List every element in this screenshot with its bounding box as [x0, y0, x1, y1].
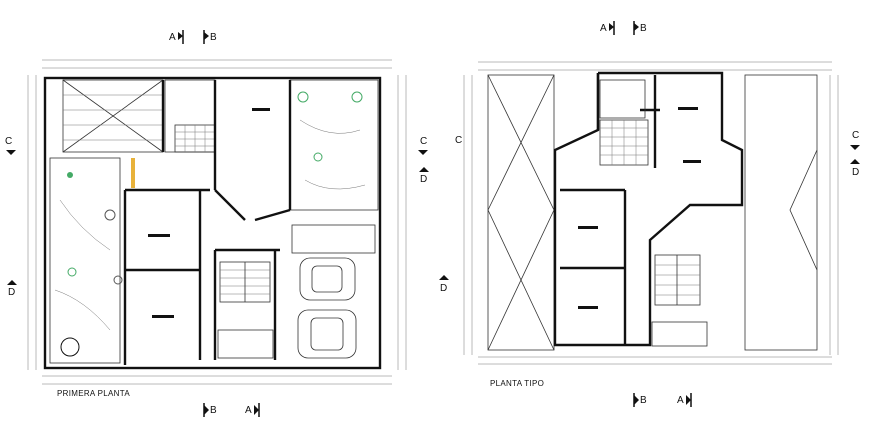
- section-mark-b: B: [210, 32, 217, 43]
- section-mark-a: A: [600, 23, 607, 34]
- section-mark-b: B: [210, 405, 217, 416]
- plan-title-tipo: PLANTA TIPO: [490, 379, 544, 388]
- dimension-lines: [27, 59, 407, 385]
- section-mark-d: D: [8, 287, 15, 298]
- section-mark-d: D: [852, 167, 859, 178]
- door-highlight: [131, 158, 135, 188]
- void-right: [744, 74, 818, 351]
- garden-left: [49, 157, 123, 364]
- room-labels: [148, 108, 270, 318]
- kitchen-tiles: [164, 79, 216, 153]
- section-markers: A B B A C D C D A B B A: [5, 21, 860, 417]
- section-mark-d: D: [440, 283, 447, 294]
- section-mark-b: B: [640, 23, 647, 34]
- section-mark-d: D: [420, 174, 427, 185]
- section-mark-c: C: [852, 130, 859, 141]
- void-left: [487, 74, 555, 351]
- plan-primera-planta: PRIMERA PLANTA: [27, 59, 407, 398]
- tipo-stair: [654, 254, 701, 306]
- section-mark-a: A: [677, 395, 684, 406]
- section-mark-c: C: [420, 136, 427, 147]
- bathroom: [217, 329, 274, 359]
- garden-right: [289, 79, 379, 254]
- tipo-walls: [553, 71, 744, 347]
- exterior-wall: [43, 76, 382, 370]
- stair: [219, 261, 271, 303]
- plan-planta-tipo: PLANTA TIPO: [463, 61, 839, 388]
- stair-void: [62, 79, 164, 153]
- section-mark-b: B: [640, 395, 647, 406]
- section-mark-a: A: [245, 405, 252, 416]
- section-mark-c: C: [455, 135, 462, 146]
- section-mark-a: A: [169, 32, 176, 43]
- tipo-bathroom: [651, 321, 708, 347]
- section-mark-c: C: [5, 136, 12, 147]
- interior-walls: [123, 80, 292, 365]
- tipo-kitchen: [599, 79, 649, 166]
- plan-title-primera: PRIMERA PLANTA: [57, 389, 130, 398]
- dimension-lines-tipo: [463, 61, 839, 365]
- garage-cars: [297, 257, 357, 359]
- tipo-room-labels: [578, 107, 701, 309]
